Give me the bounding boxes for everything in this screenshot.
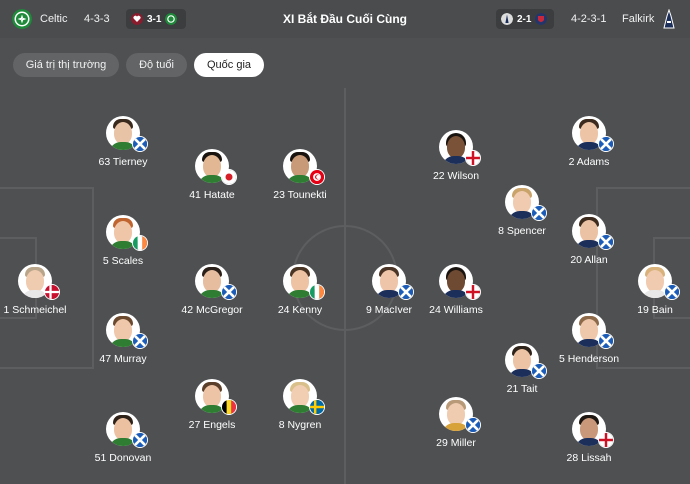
player-murray[interactable]: 47 Murray <box>73 313 173 365</box>
england-flag-icon <box>465 150 481 166</box>
home-formation: 4-3-3 <box>84 13 110 25</box>
player-hatate[interactable]: 41 Hatate <box>162 149 262 201</box>
player-williams[interactable]: 24 Williams <box>406 264 506 316</box>
away-team[interactable]: Falkirk <box>622 0 676 38</box>
player-bain[interactable]: 19 Bain <box>605 264 690 316</box>
player-tierney[interactable]: 63 Tierney <box>73 116 173 168</box>
player-name: 9 MacIver <box>365 304 413 316</box>
player-engels[interactable]: 27 Engels <box>162 379 262 431</box>
player-name: 41 Hatate <box>189 189 235 201</box>
celtic-mini-crest-icon <box>165 13 178 25</box>
player-photo <box>195 379 229 413</box>
player-adams[interactable]: 2 Adams <box>539 116 639 168</box>
player-name: 19 Bain <box>637 304 673 316</box>
player-name: 8 Spencer <box>498 225 546 237</box>
lineup-header: Celtic 4-3-3 3-1 XI Bắt Đầu Cuối Cùng 2-… <box>0 0 690 38</box>
home-previous-score: 3-1 <box>147 13 162 25</box>
player-schmeichel[interactable]: 1 Schmeichel <box>0 264 85 316</box>
away-previous-match[interactable]: 2-1 <box>496 9 554 29</box>
scotland-flag-icon <box>132 136 148 152</box>
player-scales[interactable]: 5 Scales <box>73 215 173 267</box>
denmark-flag-icon <box>44 284 60 300</box>
japan-flag-icon <box>221 169 237 185</box>
ireland-flag-icon <box>132 235 148 251</box>
falkirk-crest-icon <box>663 9 676 29</box>
scotland-flag-icon <box>132 333 148 349</box>
player-name: 27 Engels <box>188 419 236 431</box>
tab-age[interactable]: Độ tuổi <box>126 53 187 77</box>
player-name: 28 Lissah <box>566 452 612 464</box>
player-name: 21 Tait <box>506 383 538 395</box>
player-name: 5 Scales <box>102 255 144 267</box>
player-photo <box>572 214 606 248</box>
home-previous-match[interactable]: 3-1 <box>126 9 186 29</box>
scotland-flag-icon <box>465 417 481 433</box>
player-name: 51 Donovan <box>94 452 152 464</box>
tab-market-value[interactable]: Giá trị thị trường <box>13 53 119 77</box>
player-name: 20 Allan <box>570 254 608 266</box>
player-photo <box>106 313 140 347</box>
player-lissah[interactable]: 28 Lissah <box>539 412 639 464</box>
player-name: 63 Tierney <box>98 156 148 168</box>
player-photo <box>638 264 672 298</box>
page-title: XI Bắt Đầu Cuối Cùng <box>283 12 407 26</box>
player-wilson[interactable]: 22 Wilson <box>406 130 506 182</box>
away-formation: 4-2-3-1 <box>571 13 607 25</box>
player-name: 1 Schmeichel <box>3 304 67 316</box>
player-tait[interactable]: 21 Tait <box>472 343 572 395</box>
player-name: 29 Miller <box>436 437 476 449</box>
home-team[interactable]: Celtic <box>12 0 68 38</box>
player-photo <box>439 397 473 431</box>
scotland-flag-icon <box>598 136 614 152</box>
player-photo <box>283 379 317 413</box>
scotland-flag-icon <box>598 234 614 250</box>
player-spencer[interactable]: 8 Spencer <box>472 185 572 237</box>
falkirk-mini-crest-icon <box>501 13 513 25</box>
belgium-flag-icon <box>221 399 237 415</box>
player-maciver[interactable]: 9 MacIver <box>339 264 439 316</box>
player-name: 8 Nygren <box>278 419 322 431</box>
celtic-crest-icon <box>12 9 32 29</box>
player-mcgregor[interactable]: 42 McGregor <box>162 264 262 316</box>
england-flag-icon <box>465 284 481 300</box>
player-name: 47 Murray <box>99 353 147 365</box>
player-name: 42 McGregor <box>181 304 243 316</box>
home-team-name: Celtic <box>40 13 68 25</box>
scotland-flag-icon <box>132 432 148 448</box>
england-flag-icon <box>598 432 614 448</box>
scotland-flag-icon <box>664 284 680 300</box>
player-donovan[interactable]: 51 Donovan <box>73 412 173 464</box>
scotland-flag-icon <box>221 284 237 300</box>
away-team-name: Falkirk <box>622 13 655 25</box>
player-name: 24 Kenny <box>277 304 323 316</box>
player-photo <box>372 264 406 298</box>
player-name: 24 Williams <box>429 304 483 316</box>
away-previous-score: 2-1 <box>517 13 532 25</box>
player-kenny[interactable]: 24 Kenny <box>250 264 350 316</box>
player-miller[interactable]: 29 Miller <box>406 397 506 449</box>
player-name: 5 Henderson <box>558 353 620 365</box>
ireland-flag-icon <box>309 284 325 300</box>
scotland-flag-icon <box>398 284 414 300</box>
scotland-flag-icon <box>531 363 547 379</box>
player-name: 22 Wilson <box>432 170 480 182</box>
scotland-flag-icon <box>598 333 614 349</box>
player-allan[interactable]: 20 Allan <box>539 214 639 266</box>
tab-nationality[interactable]: Quốc gia <box>194 53 264 77</box>
player-photo <box>195 149 229 183</box>
player-photo <box>106 215 140 249</box>
opponent-crest-icon <box>535 13 548 25</box>
hearts-crest-icon <box>131 13 143 25</box>
scotland-flag-icon <box>531 205 547 221</box>
player-name: 2 Adams <box>568 156 610 168</box>
player-tounekti[interactable]: 23 Tounekti <box>250 149 350 201</box>
player-photo <box>439 130 473 164</box>
player-name: 23 Tounekti <box>273 189 327 201</box>
pitch-markings <box>0 88 690 484</box>
player-nygren[interactable]: 8 Nygren <box>250 379 350 431</box>
sweden-flag-icon <box>309 399 325 415</box>
player-henderson[interactable]: 5 Henderson <box>539 313 639 365</box>
tunisia-flag-icon <box>309 169 325 185</box>
